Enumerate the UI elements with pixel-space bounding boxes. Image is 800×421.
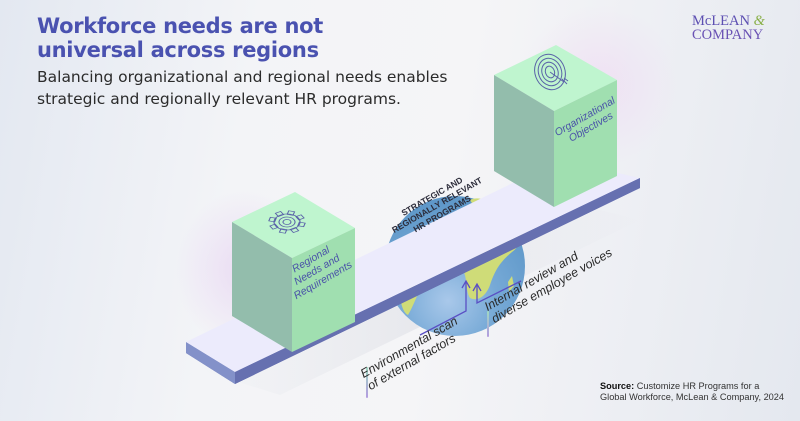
source-citation: Source: Customize HR Programs for a Glob… [600,381,784,403]
title-line-1: Workforce needs are not [37,14,323,38]
organizational-objectives-cube [494,45,617,207]
internal-review-arrow [472,280,522,305]
logo-ampersand: & [753,13,765,29]
gear-icon [268,210,306,234]
page-title: Workforce needs are not universal across… [37,14,323,62]
source-label: Source: [600,381,635,391]
mclean-company-logo: McLEAN & COMPANY [692,13,765,43]
title-line-2: universal across regions [37,38,319,62]
target-icon [534,53,569,91]
logo-line-1: McLEAN [692,13,750,29]
subtitle-line-1: Balancing organizational and regional ne… [37,68,448,86]
environmental-scan-accent-bar [366,367,368,398]
source-text-line-1: Customize HR Programs for a [634,381,760,391]
subtitle-line-2: strategic and regionally relevant HR pro… [37,90,401,108]
logo-line-2: COMPANY [692,27,764,43]
page-subtitle: Balancing organizational and regional ne… [37,66,457,110]
environmental-scan-arrow [419,279,471,336]
source-text-line-2: Global Workforce, McLean & Company, 2024 [600,392,785,402]
internal-review-accent-bar [487,311,489,337]
